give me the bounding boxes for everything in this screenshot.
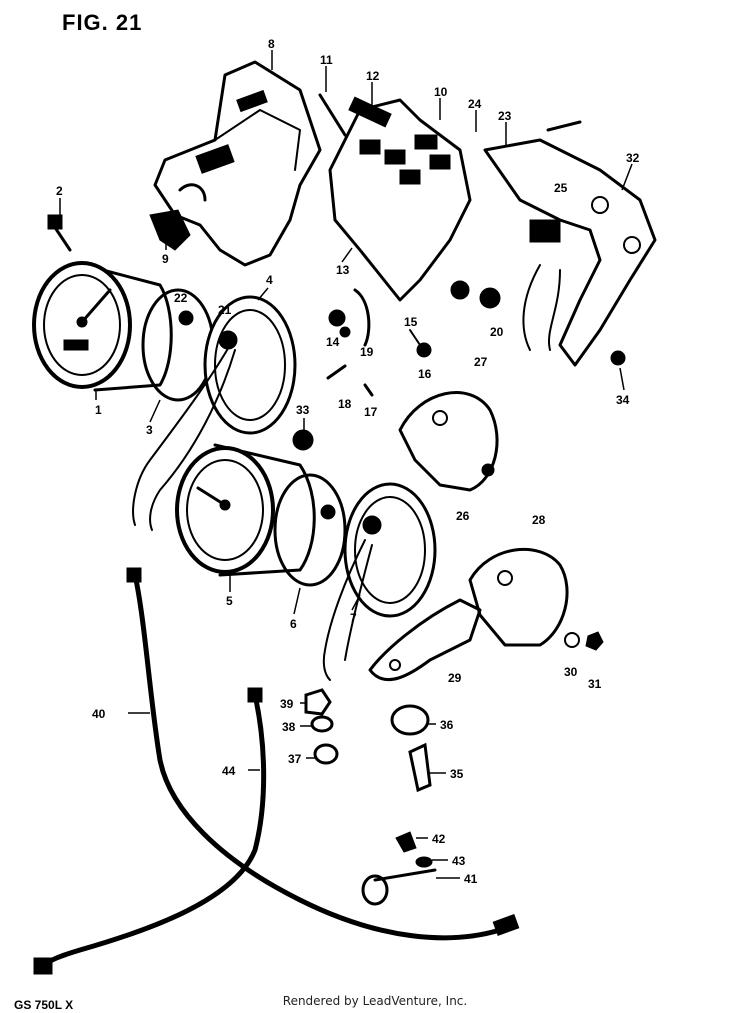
- callout-17: 17: [364, 405, 378, 419]
- callout-32: 32: [626, 151, 640, 165]
- tachometer-assembly: [175, 429, 437, 681]
- callout-43: 43: [452, 854, 466, 868]
- callout-27: 27: [474, 355, 488, 369]
- callout-7: 7: [350, 611, 357, 625]
- callout-42: 42: [432, 832, 446, 846]
- fastener-parts: [304, 688, 437, 906]
- callout-3: 3: [146, 423, 153, 437]
- leader-lines: [59, 50, 633, 879]
- callout-8: 8: [268, 37, 275, 51]
- indicator-housing-part: [318, 93, 472, 302]
- callout-5: 5: [226, 594, 233, 608]
- callout-22: 22: [174, 291, 188, 305]
- callout-40: 40: [92, 707, 106, 721]
- callout-2: 2: [56, 184, 63, 198]
- callout-39: 39: [280, 697, 294, 711]
- meter-cover-upper-part: [153, 60, 322, 267]
- callout-6: 6: [290, 617, 297, 631]
- callout-10: 10: [434, 85, 448, 99]
- callout-15: 15: [404, 315, 418, 329]
- callout-41: 41: [464, 872, 478, 886]
- speedometer-assembly: [32, 261, 297, 531]
- footer-credit: Rendered by LeadVenture, Inc.: [282, 994, 468, 1008]
- callout-1: 1: [95, 403, 102, 417]
- meter-cables: [33, 567, 520, 975]
- callout-12: 12: [366, 69, 380, 83]
- callout-labels: 1 2 3 4 5 6 7 8 9 10 11 12 13 14 15 16 1…: [56, 37, 640, 886]
- callout-25: 25: [554, 181, 568, 195]
- callout-34: 34: [616, 393, 630, 407]
- callout-11: 11: [320, 53, 333, 67]
- meter-bracket-part: [483, 120, 657, 367]
- model-code: GS 750L X: [14, 998, 74, 1012]
- callout-4: 4: [266, 273, 273, 287]
- callout-30: 30: [564, 665, 578, 679]
- callout-19: 19: [360, 345, 374, 359]
- callout-33: 33: [296, 403, 310, 417]
- callout-24: 24: [468, 97, 482, 111]
- meter-cover-plates: [368, 391, 604, 682]
- callout-37: 37: [288, 752, 302, 766]
- callout-16: 16: [418, 367, 432, 381]
- callout-9: 9: [162, 252, 169, 266]
- wire-clamp-parts: [47, 209, 626, 397]
- callout-20: 20: [490, 325, 504, 339]
- callout-44: 44: [222, 764, 236, 778]
- callout-29: 29: [448, 671, 462, 685]
- callout-38: 38: [282, 720, 296, 734]
- callout-31: 31: [588, 677, 602, 691]
- callout-26: 26: [456, 509, 470, 523]
- callout-35: 35: [450, 767, 464, 781]
- callout-14: 14: [326, 335, 340, 349]
- callout-28: 28: [532, 513, 546, 527]
- callout-23: 23: [498, 109, 512, 123]
- figure-title: FIG. 21: [62, 10, 143, 35]
- callout-21: 21: [218, 303, 232, 317]
- callout-13: 13: [336, 263, 350, 277]
- callout-36: 36: [440, 718, 454, 732]
- callout-18: 18: [338, 397, 352, 411]
